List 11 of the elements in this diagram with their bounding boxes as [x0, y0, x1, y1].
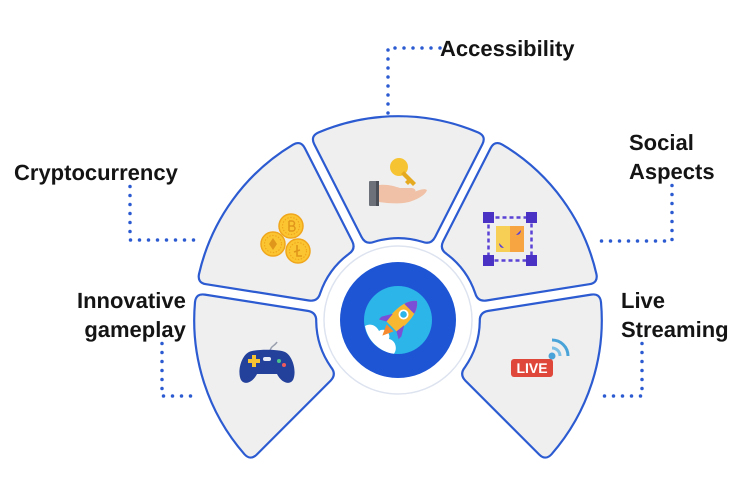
leader-line: [601, 342, 644, 398]
leader-line: [386, 46, 442, 117]
leader-line: [598, 184, 674, 243]
feature-label: Live Streaming: [621, 286, 729, 344]
leader-line: [128, 184, 198, 242]
feature-label: Cryptocurrency: [14, 158, 178, 186]
leader-line: [160, 342, 195, 398]
feature-label: Social Aspects: [629, 128, 715, 186]
feature-label: Accessibility: [440, 34, 575, 62]
live-badge: LIVE: [511, 358, 553, 377]
feature-label: Innovative gameplay: [77, 286, 186, 344]
